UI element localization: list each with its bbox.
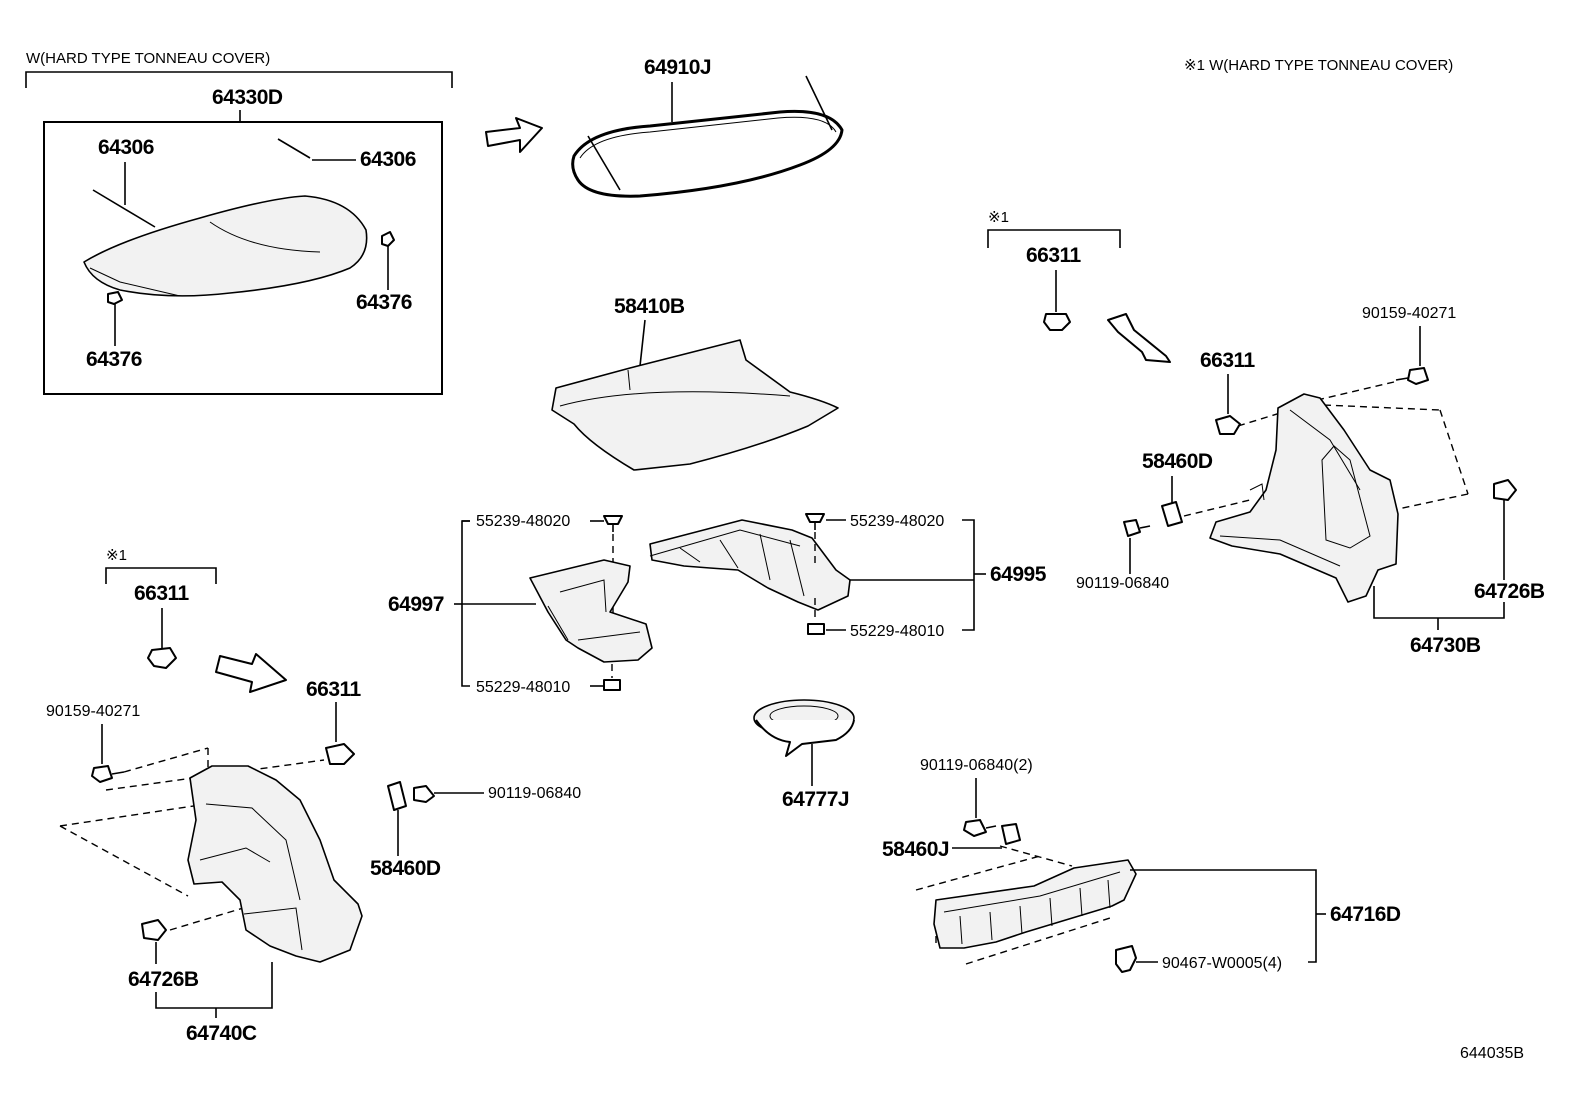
caption-hard-type-left: W(HARD TYPE TONNEAU COVER) [26,50,270,67]
caption-hard-type-right: ※1 W(HARD TYPE TONNEAU COVER) [1184,57,1453,74]
ref-mark-left: ※1 [106,547,127,564]
callout-64726B-a[interactable]: 64726B [128,968,199,991]
callout-64306-b[interactable]: 64306 [360,148,416,171]
callout-90119-a[interactable]: 90119-06840 [1076,575,1169,592]
clip-90467[interactable] [1115,945,1137,973]
side-trim-64740C[interactable] [187,765,363,963]
clip-64376-right[interactable] [381,231,395,247]
clip-64726B-a[interactable] [141,919,167,941]
tray-64995[interactable] [649,519,851,611]
bolt-90119-a[interactable] [1123,519,1151,537]
callout-58460J[interactable]: 58460J [882,838,950,861]
bracket-64730B [1373,586,1505,619]
callout-64997[interactable]: 64997 [388,593,444,616]
callout-90159-a[interactable]: 90159-40271 [46,703,140,720]
bolt-90159-b[interactable] [1395,367,1429,385]
callout-64730B[interactable]: 64730B [1410,634,1481,657]
weatherstrip-64910J[interactable] [571,75,844,198]
arrow-right-icon [1107,313,1171,363]
callout-66311-b[interactable]: 66311 [1200,349,1256,372]
clip-66311-d[interactable] [325,743,355,765]
side-trim-64730B[interactable] [1209,393,1399,603]
group-bracket-left [105,567,217,584]
group-bracket-top-left [25,71,453,88]
group-bracket-right [987,229,1121,248]
rod-64306-a [92,189,156,228]
scuff-plate-64716D[interactable] [933,859,1137,949]
ref-mark-right: ※1 [988,209,1009,226]
callout-64995[interactable]: 64995 [990,563,1047,586]
tonneau-cover-part[interactable] [83,195,368,297]
callout-90119-b[interactable]: 90119-06840 [488,785,581,802]
clip-66311-a[interactable] [1043,313,1071,331]
callout-64777J[interactable]: 64777J [782,788,850,811]
bolt-90119-c[interactable] [963,819,997,837]
retainer-58460D-b[interactable] [1161,501,1183,527]
callout-90159-b[interactable]: 90159-40271 [1362,305,1456,322]
callout-64910J[interactable]: 64910J [644,56,712,79]
luggage-mat-58410B[interactable] [551,339,839,471]
clip-64376-left[interactable] [107,291,123,305]
bracket-64716D [1130,869,1317,963]
callout-58460D-b[interactable]: 58460D [1142,450,1213,473]
callout-66311-d[interactable]: 66311 [306,678,362,701]
tonneau-cover-box [43,121,443,395]
clip-66311-b[interactable] [1215,415,1241,435]
bolt-90119-b[interactable] [413,785,484,803]
bolt-90159-a[interactable] [91,765,125,783]
bracket-64995 [962,519,975,631]
callout-90119-c[interactable]: 90119-06840(2) [920,757,1033,774]
callout-66311-a[interactable]: 66311 [1026,244,1082,267]
clip-55239-b[interactable] [805,513,825,530]
callout-66311-c[interactable]: 66311 [134,582,190,605]
arrow-top-icon [485,117,543,153]
callout-64716D[interactable]: 64716D [1330,903,1401,926]
clip-55239-a[interactable] [603,515,623,532]
clip-55229-a[interactable] [603,679,621,691]
callout-64376-b[interactable]: 64376 [356,291,412,314]
callout-64376-a[interactable]: 64376 [86,348,142,371]
callout-64330D[interactable]: 64330D [212,86,283,109]
rod-64306-b [277,138,311,159]
callout-58410B[interactable]: 58410B [614,295,685,318]
clip-55229-b[interactable] [807,623,825,635]
clip-64726B-b[interactable] [1493,479,1517,501]
callout-90467[interactable]: 90467-W0005(4) [1162,955,1282,972]
tray-64997[interactable] [529,559,653,663]
holder-64777J[interactable] [753,699,855,757]
retainer-58460J[interactable] [1001,823,1021,845]
bracket-64740C [155,962,273,1009]
callout-55239-a[interactable]: 55239-48020 [476,513,570,530]
retainer-58460D-a[interactable] [387,781,407,811]
callout-55229-b[interactable]: 55229-48010 [850,623,944,640]
callout-64726B-b[interactable]: 64726B [1474,580,1545,603]
arrow-left-icon [215,653,287,693]
callout-64740C[interactable]: 64740C [186,1022,257,1045]
diagram-code: 644035B [1460,1045,1524,1062]
callout-58460D-a[interactable]: 58460D [370,857,441,880]
clip-66311-c[interactable] [147,647,177,669]
callout-55239-b[interactable]: 55239-48020 [850,513,944,530]
callout-64306-a[interactable]: 64306 [98,136,154,159]
callout-55229-a[interactable]: 55229-48010 [476,679,570,696]
